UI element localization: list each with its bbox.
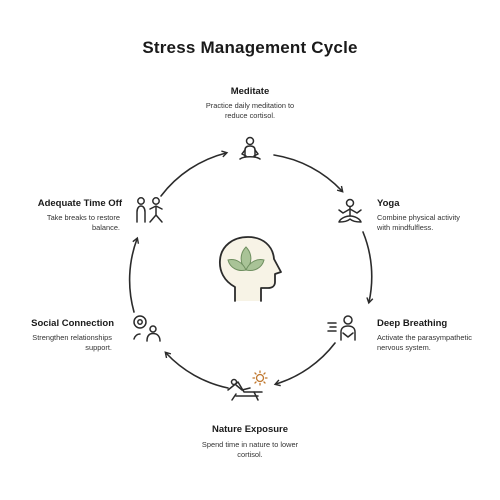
sun-lounger-icon — [227, 370, 268, 401]
arrow-yoga-to-breathing — [362, 231, 374, 305]
relaxing-people-icon — [136, 197, 163, 223]
step-yoga-desc-line2: with mindfulfless. — [377, 223, 434, 232]
step-yoga-desc-line1: Combine physical activity — [377, 213, 460, 222]
arrow-meditate-to-yoga — [273, 154, 344, 193]
step-social-label: Social Connection — [31, 318, 114, 329]
arrow-breathing-to-nature — [273, 342, 336, 387]
step-nature-desc-line2: cortisol. — [237, 450, 263, 459]
step-yoga-label: Yoga — [377, 198, 400, 209]
breathing-person-icon — [327, 315, 356, 341]
step-nature-label: Nature Exposure — [211, 424, 289, 435]
arrow-social-to-timeoff — [128, 236, 140, 313]
step-breathing-desc-line2: nervous system. — [377, 343, 431, 352]
step-social-desc-line2: support. — [85, 343, 112, 352]
two-people-chat-icon — [133, 315, 161, 342]
yoga-pose-icon — [338, 198, 362, 223]
step-meditate-desc-line1: Practice daily meditation to — [205, 101, 295, 110]
meditation-person-icon — [239, 136, 261, 160]
head-with-lotus-icon — [219, 236, 282, 302]
arrow-timeoff-to-meditate — [160, 150, 229, 197]
step-nature-desc-line1: Spend time in nature to lower — [201, 440, 299, 449]
step-timeoff-label: Adequate Time Off — [37, 198, 122, 209]
arrow-nature-to-social — [164, 351, 229, 389]
step-breathing-desc-line1: Activate the parasympathetic — [377, 333, 472, 342]
step-meditate-label: Meditate — [230, 86, 270, 97]
step-meditate-desc-line2: reduce cortisol. — [224, 111, 276, 120]
step-breathing-label: Deep Breathing — [377, 318, 448, 329]
diagram-title: Stress Management Cycle — [142, 38, 358, 57]
step-timeoff-desc-line1: Take breaks to restore — [46, 213, 120, 222]
step-timeoff-desc-line2: balance. — [92, 223, 120, 232]
step-social-desc-line1: Strengthen relationships — [32, 333, 112, 342]
